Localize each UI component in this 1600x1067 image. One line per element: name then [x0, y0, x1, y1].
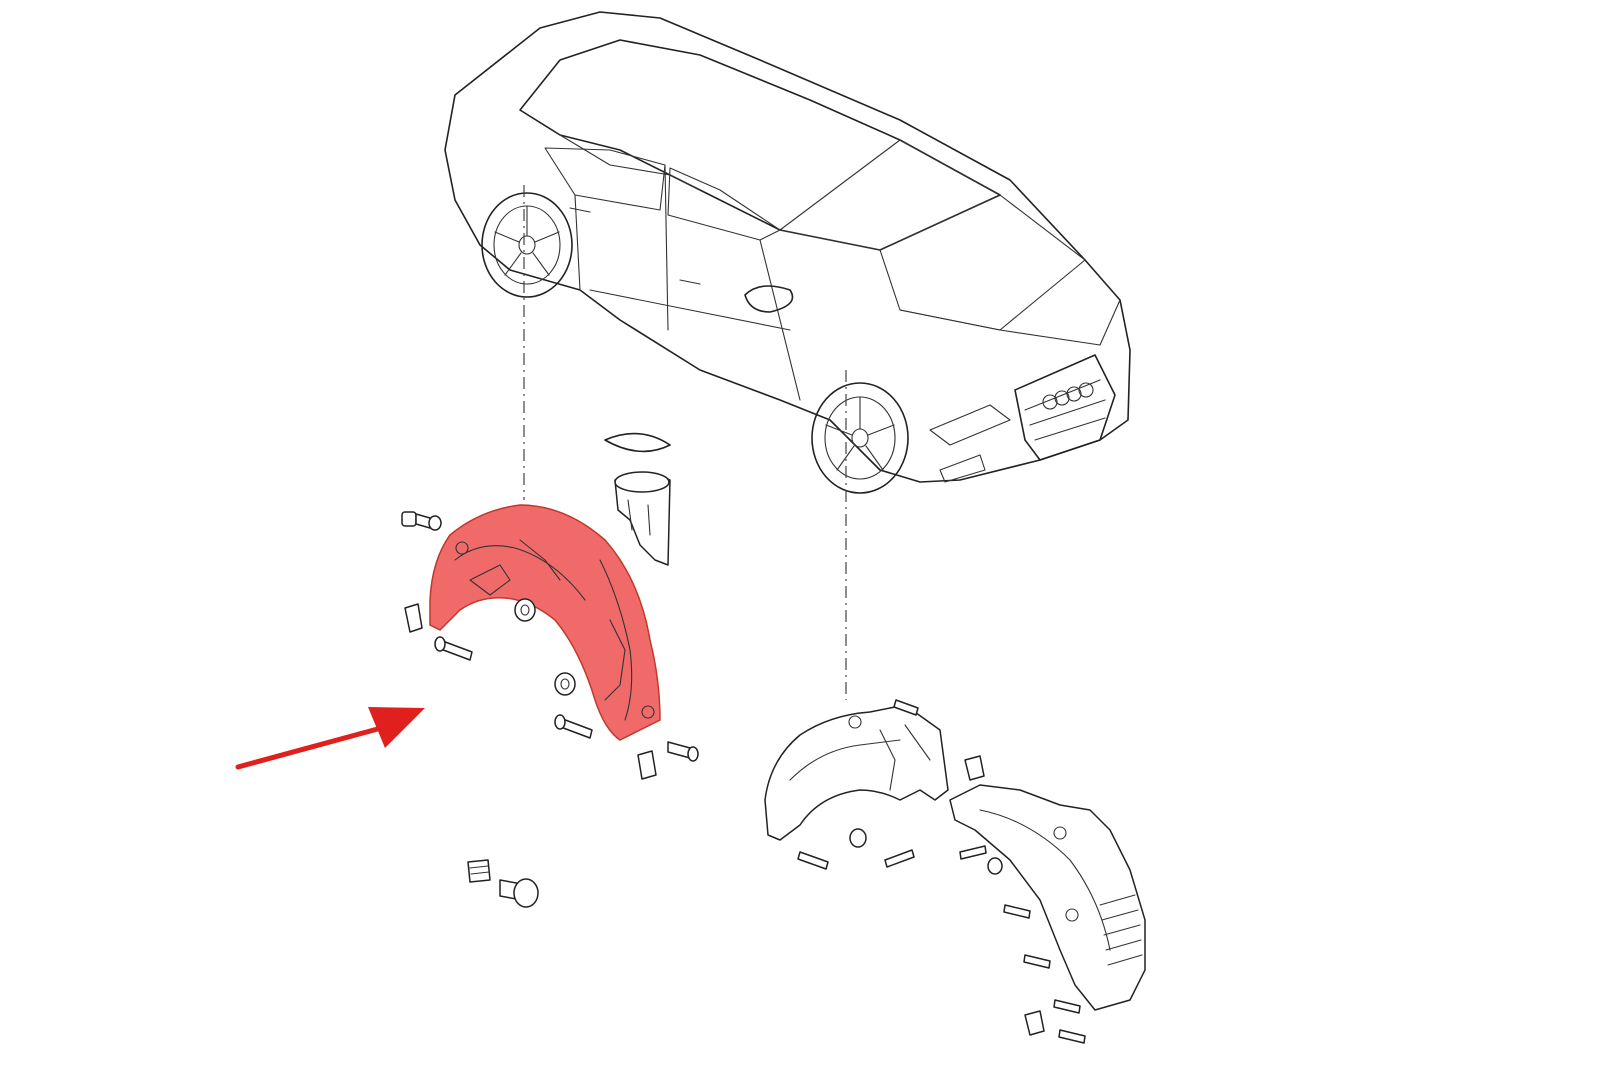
pointer-arrow-icon	[235, 707, 425, 770]
front-nut-2	[987, 857, 1003, 875]
front-screw-4	[959, 845, 987, 860]
front-wheel-arch-liner-upper	[764, 704, 949, 841]
front-clip-2	[1024, 1010, 1045, 1036]
front-screw-1	[893, 699, 919, 716]
front-screw-2	[797, 851, 829, 870]
loose-clip	[467, 859, 491, 883]
front-screw-5	[1003, 904, 1031, 919]
bracket-clip	[404, 603, 423, 633]
front-screw-6	[1023, 954, 1051, 969]
car-illustration	[444, 11, 1131, 494]
plug-fastener	[667, 741, 699, 762]
rear-wheel-icon	[481, 192, 573, 298]
nut-fastener-lower	[554, 672, 576, 696]
screw-fastener	[434, 636, 473, 661]
front-wheel-icon	[811, 382, 909, 494]
front-nut-1	[849, 828, 867, 848]
fuel-filler-housing	[604, 432, 671, 566]
front-screw-3	[884, 849, 915, 868]
front-screw-8	[1058, 1029, 1086, 1044]
front-screw-7	[1053, 999, 1081, 1014]
clip-fastener	[401, 511, 442, 531]
screw-fastener-lower	[554, 714, 593, 739]
bracket-clip-lower	[637, 750, 657, 780]
front-wheel-arch-liner-lower	[949, 784, 1146, 1011]
loose-cap	[499, 878, 539, 908]
nut-fastener	[514, 598, 536, 622]
rear-wheel-arch-liner	[429, 504, 661, 741]
front-clip-1	[964, 755, 985, 781]
